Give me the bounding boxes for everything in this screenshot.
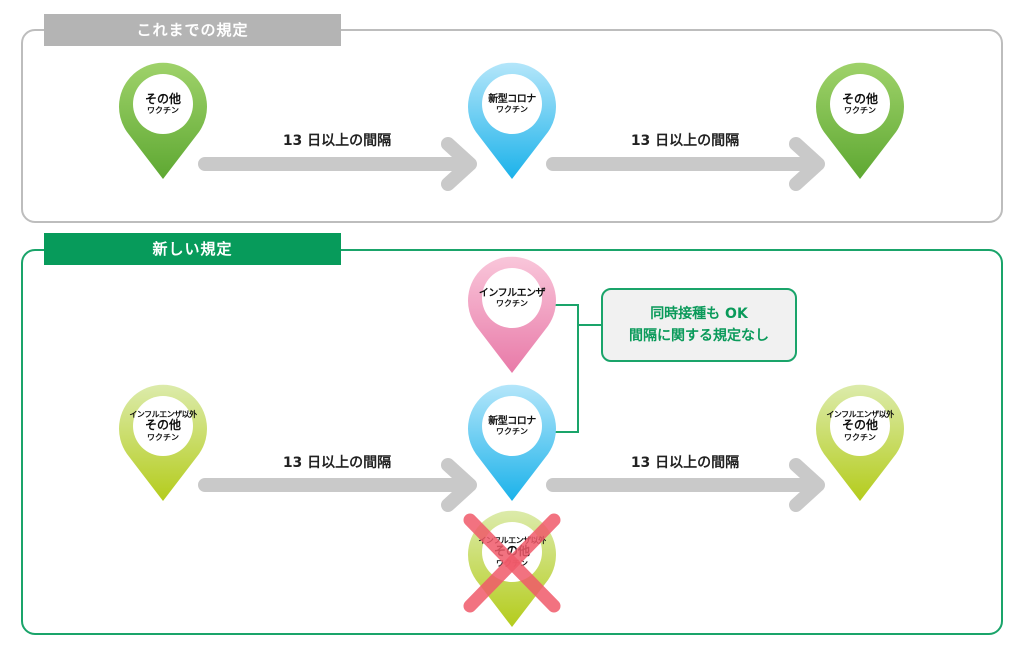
new-arrow-label-1: 13 日以上の間隔 [282, 455, 392, 471]
pin-sub-label: インフルエンザ以外 [478, 535, 546, 545]
cross-mark-icon [463, 513, 561, 613]
pin-old-other-vaccine-1: その他 ワクチン [117, 58, 209, 180]
interval-arrow-4 [546, 458, 825, 512]
new-rules-title: 新しい規定 [44, 233, 341, 265]
note-line-2: 間隔に関する規定なし [629, 328, 769, 344]
map-pin-icon [468, 384, 556, 501]
pin-small-label: ワクチン [496, 299, 528, 309]
pin-small-label: ワクチン [496, 105, 528, 115]
interval-arrow-3 [198, 458, 477, 512]
pin-small-label: ワクチン [844, 432, 876, 442]
map-pin-icon [468, 62, 556, 179]
pin-small-label: ワクチン [496, 427, 528, 437]
pin-old-other-vaccine-2: その他 ワクチン [814, 58, 906, 180]
pin-small-label: ワクチン [147, 106, 179, 116]
simultaneous-ok-note: 同時接種も OK 間隔に関する規定なし [601, 288, 797, 362]
map-pin-icon [816, 62, 904, 179]
interval-arrow-2 [546, 137, 825, 191]
map-pin-icon [119, 62, 207, 179]
pin-new-other-vaccine-2: インフルエンザ以外 その他 ワクチン [814, 380, 906, 502]
old-arrow-label-1: 13 日以上の間隔 [282, 133, 392, 149]
pin-main-label: インフルエンザ [478, 287, 546, 299]
pin-new-covid-vaccine: 新型コロナ ワクチン [466, 380, 558, 502]
pin-sub-label: インフルエンザ以外 [826, 409, 894, 419]
pin-main-label: その他 [144, 418, 181, 433]
old-rules-title: これまでの規定 [44, 14, 341, 46]
interval-arrow-1 [198, 137, 477, 191]
pin-new-influenza-vaccine: インフルエンザ ワクチン [466, 252, 558, 374]
pin-new-other-vaccine-crossed: インフルエンザ以外 その他 ワクチン [463, 506, 561, 628]
bracket-connector [548, 304, 601, 433]
pin-main-label: 新型コロナ [488, 93, 536, 105]
map-pin-icon [468, 256, 556, 373]
pin-main-label: その他 [841, 91, 878, 106]
new-arrow-label-2: 13 日以上の間隔 [630, 455, 740, 471]
pin-new-other-vaccine-1: インフルエンザ以外 その他 ワクチン [117, 380, 209, 502]
pin-main-label: 新型コロナ [488, 415, 536, 427]
pin-main-label: その他 [144, 91, 181, 106]
pin-small-label: ワクチン [147, 432, 179, 442]
pin-sub-label: インフルエンザ以外 [129, 409, 197, 419]
pin-old-covid-vaccine: 新型コロナ ワクチン [466, 58, 558, 180]
note-line-1: 同時接種も OK [650, 305, 748, 322]
map-pin-icon [816, 384, 904, 501]
old-arrow-label-2: 13 日以上の間隔 [630, 133, 740, 149]
map-pin-icon [119, 384, 207, 501]
pin-main-label: その他 [841, 418, 878, 433]
pin-small-label: ワクチン [844, 106, 876, 116]
